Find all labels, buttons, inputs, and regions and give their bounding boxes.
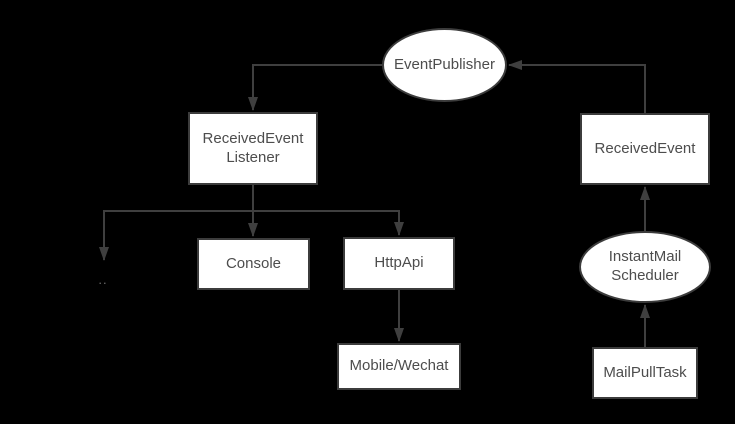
node-event-publisher: EventPublisher — [382, 28, 507, 102]
node-instant-mail-scheduler: InstantMail Scheduler — [579, 231, 711, 303]
node-received-event: ReceivedEvent — [580, 113, 710, 185]
edge-receivedeventlistener-to-httpapi — [253, 210, 404, 236]
node-http-api: HttpApi — [343, 237, 455, 290]
ellipsis-label: .. — [98, 272, 108, 287]
node-mobile-wechat: Mobile/Wechat — [337, 343, 461, 390]
edge-receivedevent-to-eventpublisher — [508, 60, 646, 113]
edge-eventpublisher-to-receivedeventlistener — [248, 64, 382, 111]
edge-receivedeventlistener-to-ellipsis — [99, 210, 253, 261]
node-received-event-listener: ReceivedEvent Listener — [188, 112, 318, 185]
node-mail-pull-task: MailPullTask — [592, 347, 698, 399]
node-console: Console — [197, 238, 310, 290]
